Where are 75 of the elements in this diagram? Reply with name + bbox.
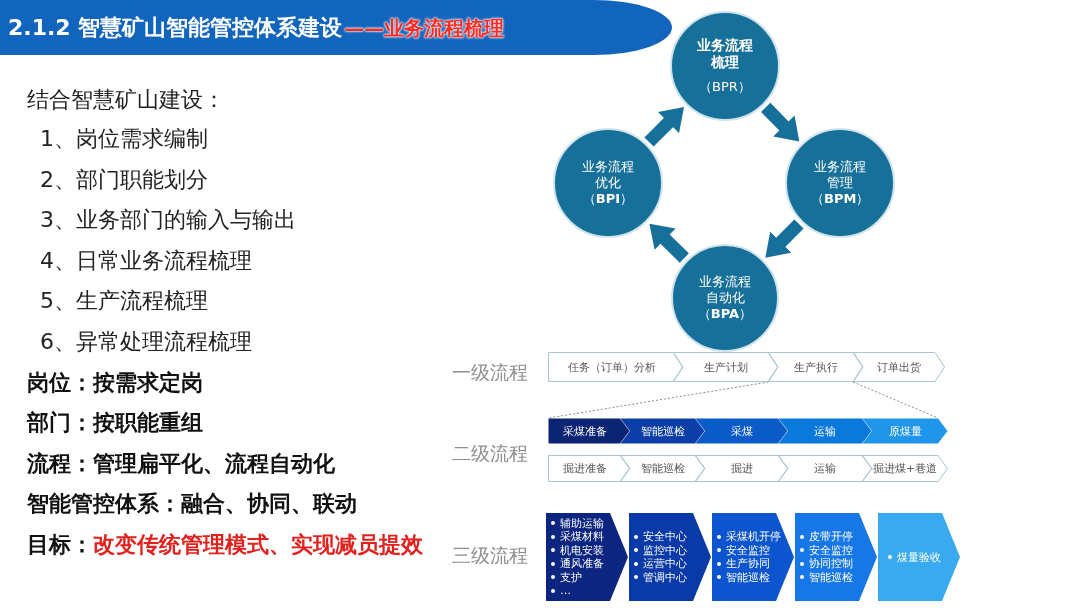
list-item: 辅助运输 <box>560 516 604 530</box>
chevron-step <box>778 418 872 444</box>
level-label: 三级流程 <box>452 543 528 568</box>
list-item: 安全监控 <box>809 543 853 557</box>
list-item: 生产协同 <box>726 557 770 571</box>
step-label: 订单出货 <box>877 360 921 374</box>
chevron-step <box>548 455 630 482</box>
text-line: 结合智慧矿山建设： <box>27 86 225 114</box>
level-label: 二级流程 <box>452 441 528 466</box>
list-item: 安全中心 <box>643 530 687 544</box>
list-item: … <box>560 584 571 598</box>
chevron-box <box>712 513 794 601</box>
chevron-box <box>629 513 711 601</box>
list-item: 监控中心 <box>643 543 687 557</box>
chevron-step <box>853 352 945 382</box>
circle-label: 业务流程优化（BPI） <box>581 159 635 207</box>
chevron-step <box>695 455 788 482</box>
chevron-step <box>862 418 948 444</box>
step-label: 掘进准备 <box>563 462 607 475</box>
step-label: 生产计划 <box>703 360 748 374</box>
list-item: 采煤材料 <box>560 530 604 544</box>
step-label: 采煤 <box>730 424 753 438</box>
step-label: 智能巡检 <box>640 424 685 438</box>
text-line: 6、异常处理流程梳理 <box>40 328 252 356</box>
list-item: 管调中心 <box>643 570 687 584</box>
list-item: 智能巡检 <box>726 570 770 584</box>
slide-title: 2.1.2 智慧矿山智能管控体系建设 <box>8 13 343 42</box>
dashed-line <box>548 381 769 419</box>
text-line: 2、部门职能划分 <box>40 166 208 194</box>
highlight-text: 改变传统管理模式、实现减员提效 <box>93 531 423 559</box>
chevron-box <box>795 513 877 601</box>
list-item: 机电安装 <box>560 543 604 557</box>
chevron-step <box>548 352 683 382</box>
list-item: 协同控制 <box>809 557 853 571</box>
chevron-step <box>862 455 948 482</box>
circle-label: 业务流程自动化（BPA） <box>696 274 754 322</box>
subtitle: ——业务流程梳理 <box>344 14 505 42</box>
list-item: 采煤机开停 <box>726 530 781 544</box>
text-line: 4、日常业务流程梳理 <box>40 247 252 275</box>
text-line: 岗位：按需求定岗 <box>27 369 203 397</box>
chevron-box <box>878 513 960 601</box>
text-line: 部门：按职能重组 <box>27 409 203 437</box>
list-item: 智能巡检 <box>809 570 853 584</box>
text-line: 目标： <box>27 531 93 559</box>
chevron-box <box>546 513 628 601</box>
step-label: 掘进 <box>730 462 753 475</box>
step-label: 原煤量 <box>888 424 922 438</box>
step-label: 采煤准备 <box>563 424 607 438</box>
dashed-line <box>852 381 939 419</box>
list-item: 煤量验收 <box>897 550 941 564</box>
chevron-step <box>620 418 705 444</box>
step-label: 生产执行 <box>793 360 838 374</box>
chevron-step <box>695 418 788 444</box>
step-label: 掘进煤+巷道 <box>873 462 937 475</box>
chevron-step <box>673 352 778 382</box>
list-item: 通风准备 <box>560 557 604 571</box>
list-item: 安全监控 <box>726 543 770 557</box>
circle-title: 业务流程梳理 <box>696 37 754 71</box>
step-label: 运输 <box>814 424 836 438</box>
list-item: 皮带开停 <box>809 530 853 544</box>
step-label: 任务（订单）分析 <box>567 360 656 374</box>
list-item: 支护 <box>560 570 582 584</box>
text-line: 5、生产流程梳理 <box>40 287 208 315</box>
circle-subtitle: （BPR） <box>698 79 752 95</box>
text-line: 1、岗位需求编制 <box>40 125 208 153</box>
level-label: 一级流程 <box>452 360 528 385</box>
chevron-step <box>768 352 863 382</box>
text-line: 3、业务部门的输入与输出 <box>40 206 296 234</box>
chevron-step <box>548 418 630 444</box>
circle-label: 业务流程管理（BPM） <box>811 159 869 207</box>
text-line: 流程：管理扁平化、流程自动化 <box>27 450 335 478</box>
step-label: 运输 <box>814 462 836 475</box>
text-line: 智能管控体系：融合、协同、联动 <box>27 490 357 518</box>
step-label: 智能巡检 <box>640 462 685 475</box>
list-item: 运营中心 <box>643 557 687 571</box>
